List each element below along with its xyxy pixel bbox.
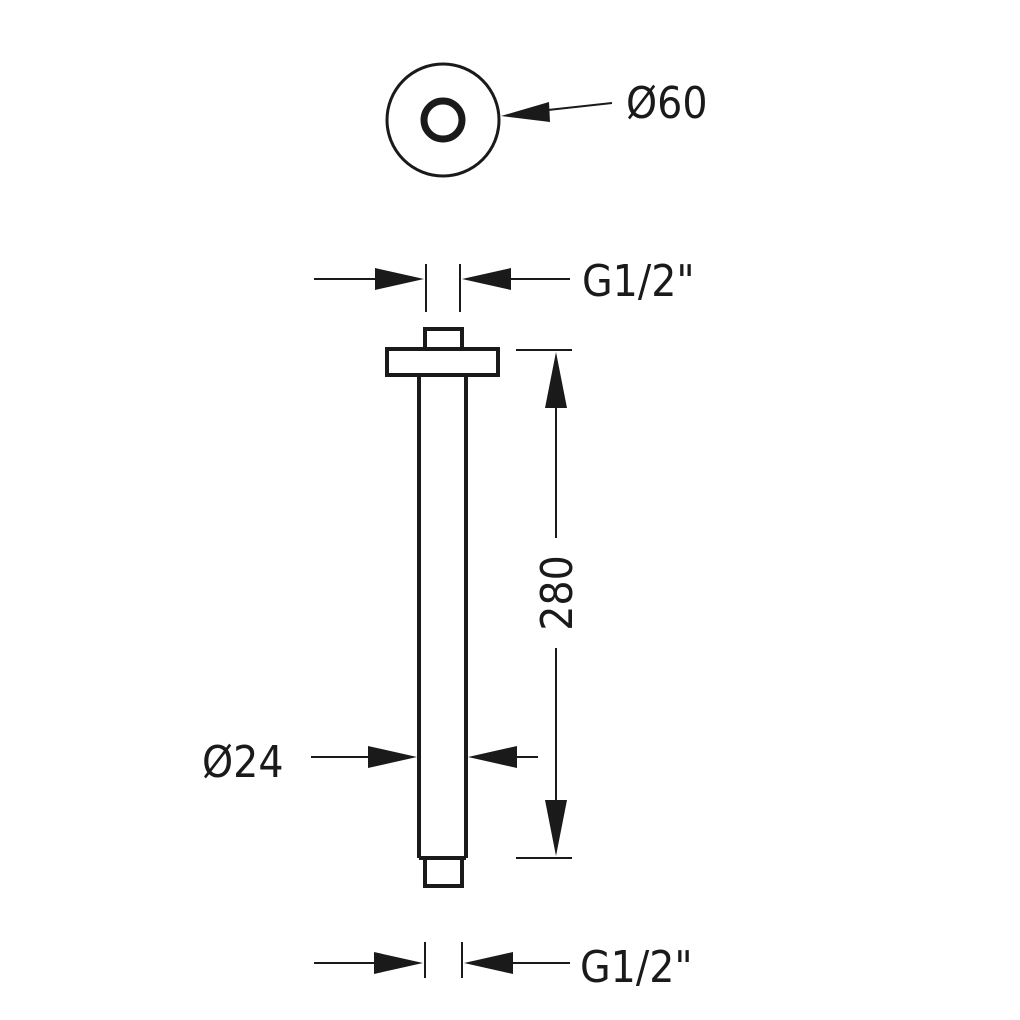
flange-top-view [385,62,501,178]
tube-arrow-left [368,746,417,768]
flange-diameter-leader [501,102,613,122]
flange-plate [385,347,500,377]
top-thread-nipple [423,327,464,351]
top-thread-label: G1/2" [582,256,695,307]
length-arrow-top [545,352,567,408]
shower-arm-side-view [385,327,500,888]
bottom-thread-label: G1/2" [580,942,693,993]
top-thread-arrow-right [462,268,511,290]
length-dimension [516,349,572,859]
top-thread-arrow-left [375,268,424,290]
flange-leader-arrow [501,102,550,122]
tube-diameter-dimension [311,746,538,768]
bottom-thread-dimension [314,942,570,978]
flange-bore-ring [420,97,466,143]
flange-diameter-label: Ø60 [626,78,708,129]
length-arrow-bottom [545,800,567,856]
bottom-thread-arrow-right [464,952,513,974]
tube-diameter-label: Ø24 [202,737,284,788]
flange-outer-circle [385,62,501,178]
top-thread-dimension [314,264,570,312]
tube-arrow-right [468,746,517,768]
bottom-thread-nipple [423,856,464,888]
bottom-thread-arrow-left [374,952,423,974]
flange-leader-line [547,102,613,111]
length-label: 280 [532,555,583,631]
